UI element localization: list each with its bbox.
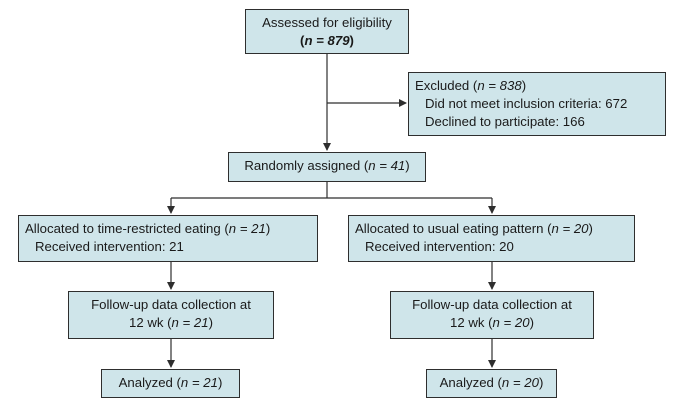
- excluded-reason-inclusion: Did not meet inclusion criteria: 672: [425, 96, 628, 111]
- arm-right-analyzed-box: Analyzed (n = 20): [426, 369, 557, 398]
- arm-left-followup-line1: Follow-up data collection at: [91, 297, 251, 312]
- arm-right-received: Received intervention: 20: [365, 239, 514, 254]
- arm-left-allocated: Allocated to time-restricted eating (n =…: [25, 221, 271, 236]
- arm-right-analyzed: Analyzed (n = 20): [439, 375, 544, 390]
- arm-right-followup-line1: Follow-up data collection at: [412, 297, 572, 312]
- arm-left-followup-line2: 12 wk (n = 21): [129, 315, 213, 330]
- arm-left-followup-box: Follow-up data collection at 12 wk (n = …: [68, 291, 274, 339]
- arm-left-allocation-box: Allocated to time-restricted eating (n =…: [18, 215, 318, 262]
- arm-right-allocated: Allocated to usual eating pattern (n = 2…: [355, 221, 593, 236]
- arm-right-followup-box: Follow-up data collection at 12 wk (n = …: [390, 291, 594, 339]
- randomized-box: Randomly assigned (n = 41): [228, 152, 426, 182]
- arm-left-received: Received intervention: 21: [35, 239, 184, 254]
- assessed-count: (n = 879): [300, 33, 354, 48]
- arm-right-followup-line2: 12 wk (n = 20): [450, 315, 534, 330]
- excluded-reason-declined: Declined to participate: 166: [425, 114, 585, 129]
- arm-left-analyzed: Analyzed (n = 21): [118, 375, 223, 390]
- excluded-box: Excluded (n = 838) Did not meet inclusio…: [408, 72, 666, 136]
- randomized-label: Randomly assigned (n = 41): [244, 158, 410, 173]
- excluded-title: Excluded (n = 838): [415, 78, 527, 93]
- arm-left-analyzed-box: Analyzed (n = 21): [101, 369, 240, 398]
- assessed-label: Assessed for eligibility: [262, 15, 392, 30]
- arm-right-allocation-box: Allocated to usual eating pattern (n = 2…: [348, 215, 635, 262]
- assessed-box: Assessed for eligibility (n = 879): [245, 9, 409, 54]
